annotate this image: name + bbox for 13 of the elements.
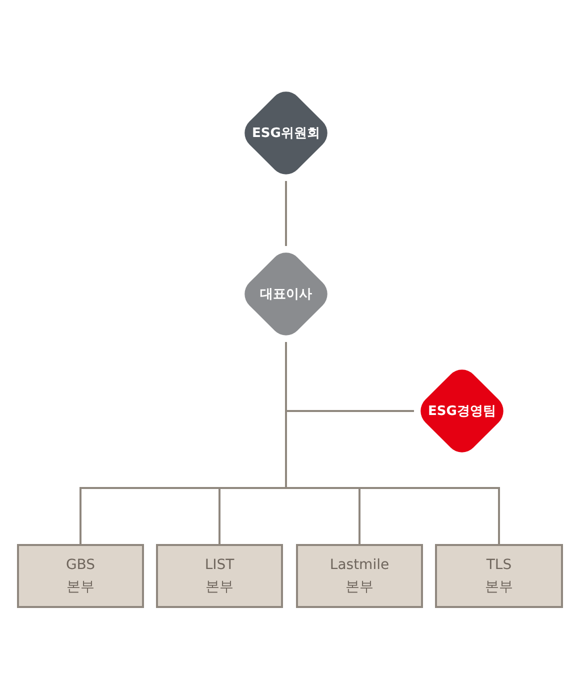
connector-line [285,342,500,544]
division-box [17,544,144,608]
node-label: TLS 본부 [485,556,513,597]
division-box [435,544,563,608]
node-label: ESG경영팀 [428,403,496,420]
node-label: GBS 본부 [66,556,96,597]
node-label: Lastmile 본부 [330,556,390,597]
node-label: ESG위원회 [252,125,320,142]
division-box [156,544,283,608]
connector-line [285,181,287,246]
node-label: LIST 본부 [204,556,234,597]
node-label: 대표이사 [260,286,312,303]
division-box [296,544,423,608]
